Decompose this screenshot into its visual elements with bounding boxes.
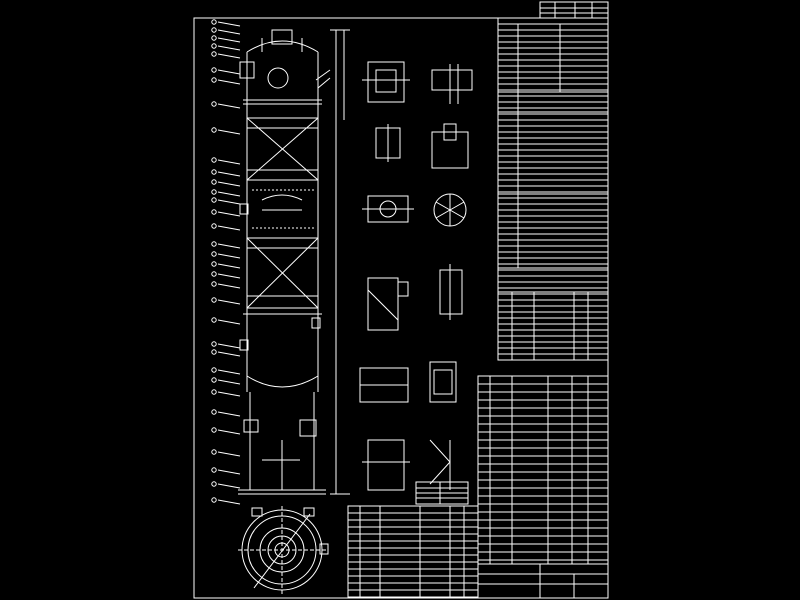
plan-view-circle: [238, 506, 329, 594]
title-block: [477, 563, 609, 599]
tower-leaders: [211, 19, 241, 505]
technical-spec-table: [497, 17, 609, 361]
top-corner-table: [539, 1, 609, 19]
parts-list-lower: [347, 505, 479, 599]
parts-list-table: [477, 375, 609, 565]
detail-views: [359, 61, 473, 505]
tower-elevation: [238, 29, 350, 495]
